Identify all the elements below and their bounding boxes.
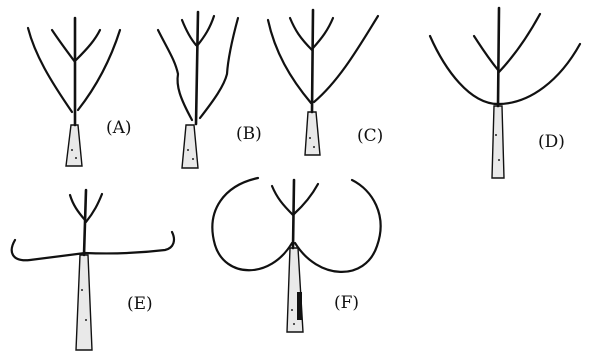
tree-e-left-shoot bbox=[70, 195, 85, 220]
tree-b-left-scaffold bbox=[158, 30, 192, 120]
tree-b bbox=[158, 12, 238, 168]
tree-d-leader bbox=[498, 8, 499, 106]
tree-f-right-shoot bbox=[294, 184, 318, 214]
tree-b-right-shoot bbox=[197, 16, 214, 46]
tree-c-right-shoot bbox=[313, 18, 333, 48]
tree-d-left-shoot bbox=[474, 36, 498, 70]
tree-b-bark-speck bbox=[192, 158, 194, 160]
tree-a-bark-speck bbox=[75, 157, 77, 159]
label-e: (E) bbox=[127, 294, 153, 314]
tree-d-bark-speck bbox=[498, 159, 500, 161]
tree-b-leader bbox=[196, 12, 198, 124]
tree-d-bark-speck bbox=[495, 134, 497, 136]
tree-c-right-scaffold bbox=[314, 16, 378, 102]
tree-a-left-scaffold bbox=[28, 28, 72, 112]
tree-d-open-bowl bbox=[430, 36, 580, 104]
tree-d bbox=[430, 8, 580, 178]
tree-e bbox=[12, 190, 174, 350]
tree-a-bark-speck bbox=[71, 149, 73, 151]
tree-d-trunk bbox=[492, 106, 504, 178]
label-b: (B) bbox=[236, 124, 262, 144]
label-a: (A) bbox=[106, 118, 132, 138]
tree-a-left-shoot bbox=[52, 30, 75, 62]
tree-d-right-shoot bbox=[499, 14, 540, 72]
tree-c-left-shoot bbox=[290, 18, 312, 50]
tree-c-leader bbox=[312, 10, 313, 112]
tree-e-bark-speck bbox=[81, 289, 83, 291]
tree-f-right-loop bbox=[295, 180, 381, 272]
tree-f-stake bbox=[297, 292, 302, 320]
tree-f-bark-speck bbox=[293, 323, 295, 325]
tree-b-trunk bbox=[182, 125, 198, 168]
tree-b-left-shoot bbox=[182, 20, 196, 45]
tree-a-right-shoot bbox=[76, 30, 100, 60]
tree-c-bark-speck bbox=[309, 137, 311, 139]
tree-a-right-scaffold bbox=[78, 30, 120, 110]
tree-c-trunk bbox=[305, 112, 320, 155]
label-f: (F) bbox=[334, 293, 359, 313]
tree-c-bark-speck bbox=[313, 146, 315, 148]
tree-b-bark-speck bbox=[187, 149, 189, 151]
tree-e-bark-speck bbox=[85, 319, 87, 321]
label-d: (D) bbox=[538, 132, 565, 152]
tree-f-left-loop bbox=[212, 178, 292, 270]
tree-a-trunk bbox=[66, 125, 82, 166]
tree-e-horizontal-arms bbox=[12, 232, 174, 260]
tree-f-left-shoot bbox=[272, 186, 293, 215]
tree-f-bark-speck bbox=[291, 309, 293, 311]
tree-a bbox=[28, 18, 120, 166]
tree-e-right-shoot bbox=[86, 194, 102, 222]
tree-e-trunk bbox=[76, 255, 92, 350]
tree-c-left-scaffold bbox=[268, 20, 311, 103]
label-c: (C) bbox=[357, 126, 383, 146]
